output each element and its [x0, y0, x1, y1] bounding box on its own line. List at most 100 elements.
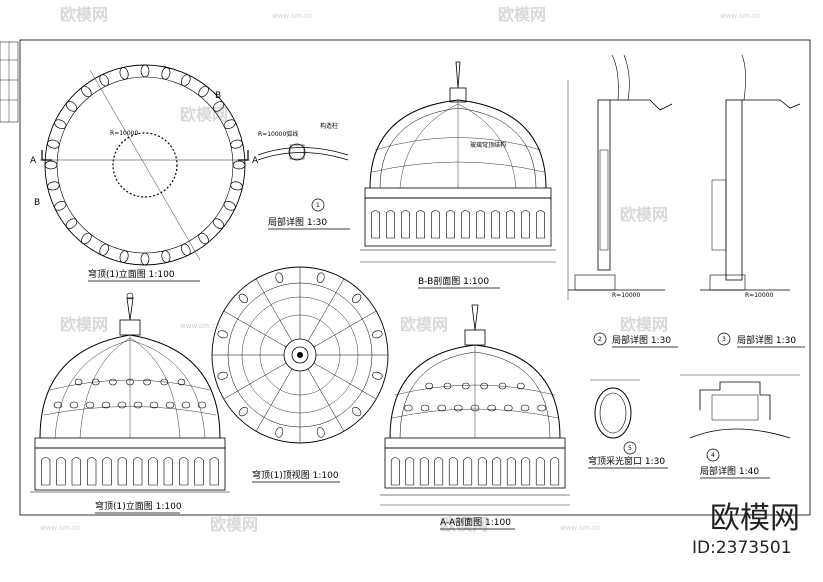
dome-opening [91, 378, 100, 386]
watermark-url: www.om.cn [180, 322, 220, 330]
dome-opening [149, 401, 159, 409]
dome-opening [109, 378, 117, 386]
drawing-title: 穹顶采光窗口 1:30 [588, 455, 665, 467]
dome-openings [217, 272, 383, 438]
window [56, 457, 66, 486]
dome-rib [307, 368, 345, 432]
window [419, 457, 429, 486]
dome-rib [313, 310, 377, 348]
window [535, 457, 545, 486]
window [148, 457, 158, 486]
dome-opening [461, 382, 470, 390]
window [41, 457, 51, 486]
dome-rib [255, 368, 293, 432]
dome-opening [470, 404, 480, 412]
detail-1-drawing: R=10000弧线 构造柱 1 局部详图 1:30 [257, 122, 350, 230]
ring-opening [65, 218, 78, 229]
window [461, 210, 470, 239]
window [446, 210, 455, 239]
window [405, 457, 415, 486]
dome-opening [217, 371, 228, 380]
dome-opening [351, 293, 362, 304]
ring-opening [81, 232, 92, 245]
dome-opening [316, 272, 325, 283]
section-aa-drawing: A-A剖面图 1:100 [380, 304, 570, 530]
section-bb-drawing: 玻璃穹顶结构 B-B剖面图 1:100 [360, 61, 556, 289]
window [506, 210, 515, 239]
ring-opening [223, 201, 236, 211]
dome-opening [275, 427, 284, 438]
ring-opening [223, 119, 236, 129]
dome-opening [503, 404, 513, 412]
ring-opening [47, 139, 60, 149]
window [133, 457, 143, 486]
window [492, 457, 502, 486]
watermark-url: www.om.cn [720, 12, 760, 20]
dome-rib [307, 278, 345, 342]
detail-marker-number: 2 [598, 336, 602, 343]
ring-opening [54, 119, 67, 129]
detail-4-drawing: 4 局部详图 1:40 [680, 374, 800, 479]
section-note: 玻璃穹顶结构 [470, 141, 506, 149]
dome-opening [437, 404, 447, 412]
drawing-title: B-B剖面图 1:100 [418, 275, 489, 287]
section-label-a: A [30, 156, 37, 166]
dome-opening [425, 382, 434, 390]
dome-openings [403, 382, 547, 412]
ring-opening [161, 250, 171, 263]
section-label-a: A [252, 156, 259, 166]
window [477, 457, 487, 486]
window [463, 457, 473, 486]
dome-opening [53, 401, 63, 409]
ring-opening [99, 243, 109, 256]
ring-opening [212, 101, 225, 112]
dome-opening [275, 272, 284, 283]
detail-3-drawing: R=10000 3 局部详图 1:30 [700, 54, 805, 348]
watermark-url: www.om.cn [272, 12, 312, 20]
detail-marker [593, 332, 607, 346]
dome-opening [372, 330, 383, 339]
window [434, 457, 444, 486]
dome-opening [197, 401, 207, 409]
detail-marker-number: 4 [711, 452, 715, 459]
detail-marker-number: 1 [316, 202, 320, 209]
ring-opening [230, 181, 243, 191]
window [71, 457, 81, 486]
window [491, 210, 500, 239]
drawing-title: 局部详图 1:30 [268, 216, 327, 228]
watermark-brand: 欧模网 [620, 315, 668, 334]
drawing-title: 局部详图 1:30 [612, 334, 671, 346]
watermark-brand: 欧模网 [180, 105, 228, 124]
ring-opening [140, 64, 150, 78]
detail-note: R=10000 [612, 292, 640, 299]
dome-opening [217, 330, 228, 339]
sheet-border [19, 39, 811, 516]
window-row [371, 210, 545, 239]
ring-opening [81, 85, 92, 98]
detail-2-drawing: R=10000 2 局部详图 1:30 [567, 54, 678, 348]
drawing-title: 局部详图 1:30 [737, 334, 796, 346]
dome-opening [238, 406, 249, 417]
ring-opening [198, 232, 209, 245]
dome-opening [453, 404, 463, 412]
detail-marker-number: 5 [628, 445, 632, 452]
window [536, 210, 545, 239]
ring-opening [212, 218, 225, 229]
dome-rib [313, 362, 377, 400]
window [550, 457, 560, 486]
dome-opening [420, 404, 430, 412]
window-row [390, 457, 560, 486]
window-row [41, 457, 219, 486]
dome-opening [480, 382, 489, 390]
window [371, 210, 380, 239]
dome-opening [403, 404, 413, 412]
dome-opening [85, 401, 95, 409]
dome-opening [177, 378, 186, 386]
window [117, 457, 127, 486]
dome-openings [53, 378, 207, 409]
window [386, 210, 395, 239]
detail-marker [706, 448, 720, 462]
drawing-title: 穹顶(1)顶视图 1:100 [252, 469, 339, 481]
ring-opening [47, 181, 60, 191]
